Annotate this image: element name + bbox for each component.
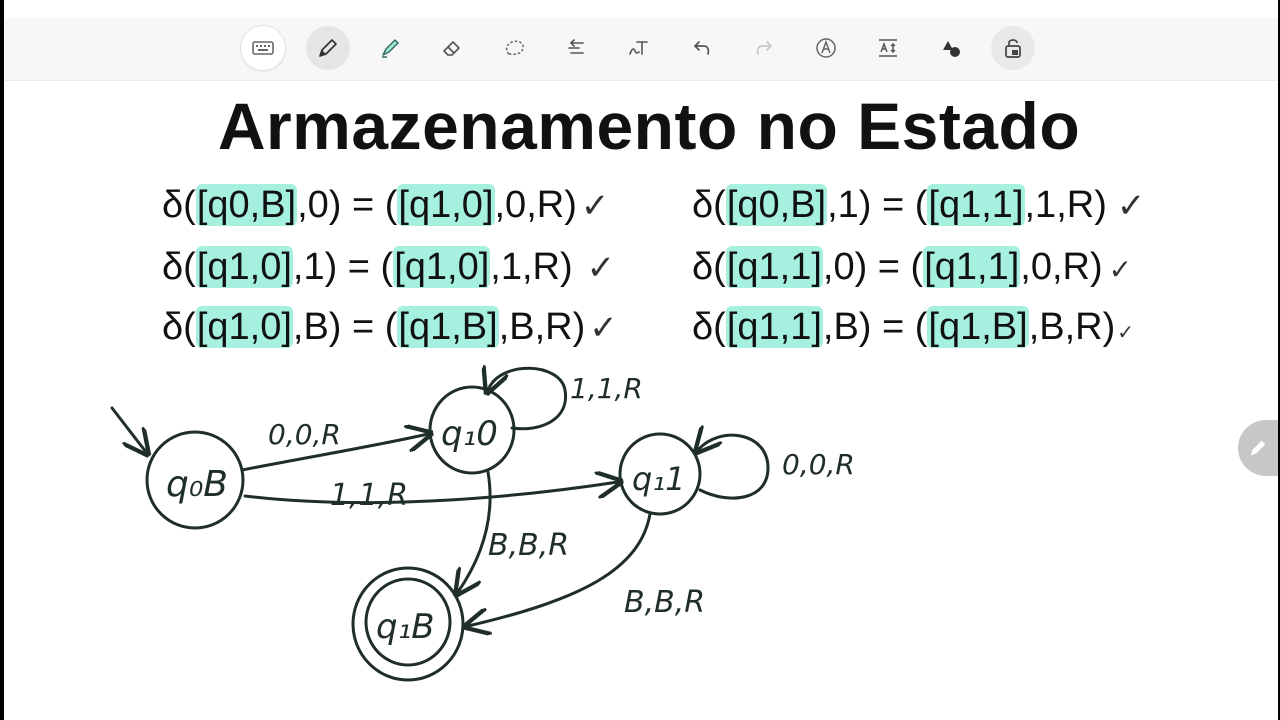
highlighted-state: [q0,B] [725, 184, 828, 226]
equation-text: ,1) = ( [827, 184, 928, 226]
equation-text: ,1,R) [1024, 184, 1107, 226]
transition-equation: δ([q0,B],0) = ([q1,0],0,R)✓ [162, 184, 609, 227]
check-mark-icon: ✓ [1117, 322, 1135, 344]
slide-title: Armazenamento no Estado [217, 89, 1081, 163]
redo-icon [756, 41, 772, 55]
highlighted-state: [q1,0] [393, 246, 491, 288]
highlighted-state: [q1,1] [725, 246, 823, 288]
highlighted-state: [q1,1] [923, 246, 1021, 288]
equation-text: δ( [162, 184, 196, 226]
equation-text: ,1) = ( [292, 246, 394, 288]
drawing-toolbar [4, 18, 1278, 81]
highlighted-state: [q1,1] [927, 184, 1025, 226]
lasso-button[interactable] [493, 26, 537, 70]
equation-text: δ( [162, 246, 196, 288]
highlighted-state: [q1,B] [397, 306, 499, 348]
check-mark-icon: ✓ [580, 187, 610, 225]
equation-text: ,1,R) [490, 246, 573, 288]
check-mark-icon: ✓ [1116, 187, 1146, 225]
highlighter-button[interactable] [368, 26, 412, 70]
highlighted-state: [q1,1] [725, 306, 823, 348]
pencil-icon [1250, 440, 1266, 456]
equation-text: δ( [692, 246, 726, 288]
equation-text: δ( [692, 306, 726, 348]
equation-text: ,B) = ( [822, 306, 928, 348]
eraser-icon [443, 41, 460, 56]
check-mark-icon: ✓ [586, 249, 616, 287]
equation-text: δ( [162, 306, 196, 348]
equation-text: ,0,R) [494, 184, 577, 226]
text-align-icon [568, 39, 584, 54]
transition-equation: δ([q1,1],0) = ([q1,1],0,R)✓ [692, 246, 1132, 289]
lasso-icon [505, 40, 524, 56]
handwriting-text-icon [629, 41, 648, 55]
text-resize-button[interactable] [866, 26, 910, 70]
ink-to-text-icon [816, 38, 836, 58]
undo-icon [694, 41, 710, 55]
transition-equation: δ([q1,0],B) = ([q1,B],B,R)✓ [162, 306, 618, 349]
equation-text: ,0) = ( [297, 184, 398, 226]
transition-equation: δ([q0,B],1) = ([q1,1],1,R)✓ [692, 184, 1145, 227]
equation-text: ,0,R) [1020, 246, 1103, 288]
highlighted-state: [q1,0] [195, 306, 293, 348]
side-panel-handle[interactable] [1238, 420, 1278, 476]
undo-button[interactable] [680, 26, 724, 70]
highlighted-state: [q1,0] [397, 184, 495, 226]
equation-text: ,B) = ( [292, 306, 398, 348]
text-resize-icon [879, 39, 897, 57]
equation-text: ,B,R) [1028, 306, 1116, 348]
keyboard-button[interactable] [241, 26, 285, 70]
check-mark-icon: ✓ [589, 309, 618, 347]
highlighted-state: [q0,B] [195, 184, 298, 226]
lock-button[interactable] [991, 26, 1035, 70]
keyboard-icon [252, 41, 274, 55]
equation-text: δ( [692, 184, 726, 226]
pen-icon [319, 39, 337, 57]
redo-button[interactable] [742, 26, 786, 70]
lock-icon [1005, 39, 1021, 58]
whiteboard-canvas[interactable]: Armazenamento no Estado δ([q0,B],0) = ([… [4, 0, 1278, 720]
transition-equation: δ([q1,1],B) = ([q1,B],B,R)✓ [692, 306, 1134, 349]
check-mark-icon: ✓ [1108, 254, 1133, 285]
shapes-button[interactable] [929, 26, 973, 70]
shapes-icon [943, 41, 960, 57]
highlighted-state: [q1,0] [195, 246, 293, 288]
transition-equation: δ([q1,0],1) = ([q1,0],1,R)✓ [162, 246, 615, 289]
equation-text: ,0) = ( [822, 246, 924, 288]
text-align-button[interactable] [555, 26, 599, 70]
highlighter-icon [382, 39, 399, 58]
handwriting-text-button[interactable] [617, 26, 661, 70]
eraser-button[interactable] [430, 26, 474, 70]
pen-button[interactable] [306, 26, 350, 70]
highlighted-state: [q1,B] [927, 306, 1029, 348]
ink-to-text-button[interactable] [804, 26, 848, 70]
equation-text: ,B,R) [498, 306, 586, 348]
